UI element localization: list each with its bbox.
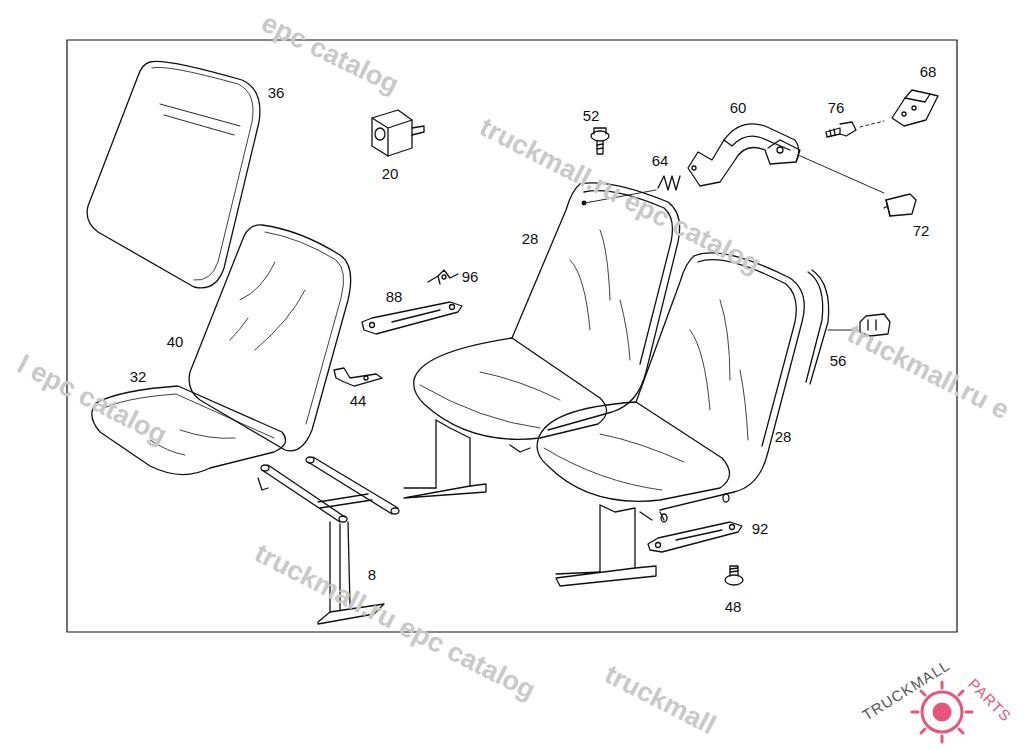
callout-number: 44 — [350, 393, 367, 408]
callout-number: 72 — [913, 223, 930, 238]
seat — [537, 253, 804, 586]
trim-strip — [806, 270, 890, 384]
bolt — [725, 566, 743, 585]
callout-number: 52 — [583, 108, 600, 123]
callout-number: 8 — [368, 567, 376, 582]
callout-number: 76 — [828, 100, 845, 115]
mounting-bracket — [362, 302, 462, 334]
logo-gear — [912, 682, 972, 742]
callout-number: 92 — [752, 521, 769, 536]
leader-line — [798, 155, 884, 193]
bolt — [591, 128, 609, 154]
handle-bracket — [688, 124, 800, 186]
clip — [428, 270, 458, 284]
callout-number: 64 — [652, 153, 669, 168]
callout-number: 36 — [268, 85, 285, 100]
backrest-cushion — [87, 61, 260, 287]
callout-number: 20 — [382, 166, 399, 181]
callout-number: 88 — [386, 289, 403, 304]
spring — [658, 176, 680, 190]
logo-text: PARTS — [966, 676, 1015, 725]
clip — [334, 368, 382, 386]
watermark: truckmall.ru e — [843, 320, 1013, 424]
callout-number: 96 — [462, 269, 479, 284]
watermark: l epc catalog — [13, 351, 171, 449]
seat — [404, 183, 680, 498]
watermark: truckmall — [600, 661, 719, 740]
watermark: truckmall.ru epc catalog — [475, 113, 764, 278]
callout-number: 48 — [725, 599, 742, 614]
bolt — [826, 121, 884, 137]
callout-number: 28 — [522, 231, 539, 246]
seat-shell-back — [189, 225, 351, 451]
nut-block — [372, 110, 424, 156]
callout-number: 32 — [130, 369, 147, 384]
cap-clip — [892, 90, 938, 126]
mounting-bracket — [648, 522, 742, 552]
watermark: truckmall.ru epc catalog — [250, 539, 539, 704]
callout-number: 56 — [830, 353, 847, 368]
cap-clip — [884, 194, 916, 216]
callout-number: 40 — [167, 334, 184, 349]
leader-dot — [582, 201, 586, 205]
frame — [67, 40, 957, 632]
callout-number: 68 — [920, 64, 937, 79]
callout-number: 60 — [730, 100, 747, 115]
callout-number: 28 — [775, 429, 792, 444]
